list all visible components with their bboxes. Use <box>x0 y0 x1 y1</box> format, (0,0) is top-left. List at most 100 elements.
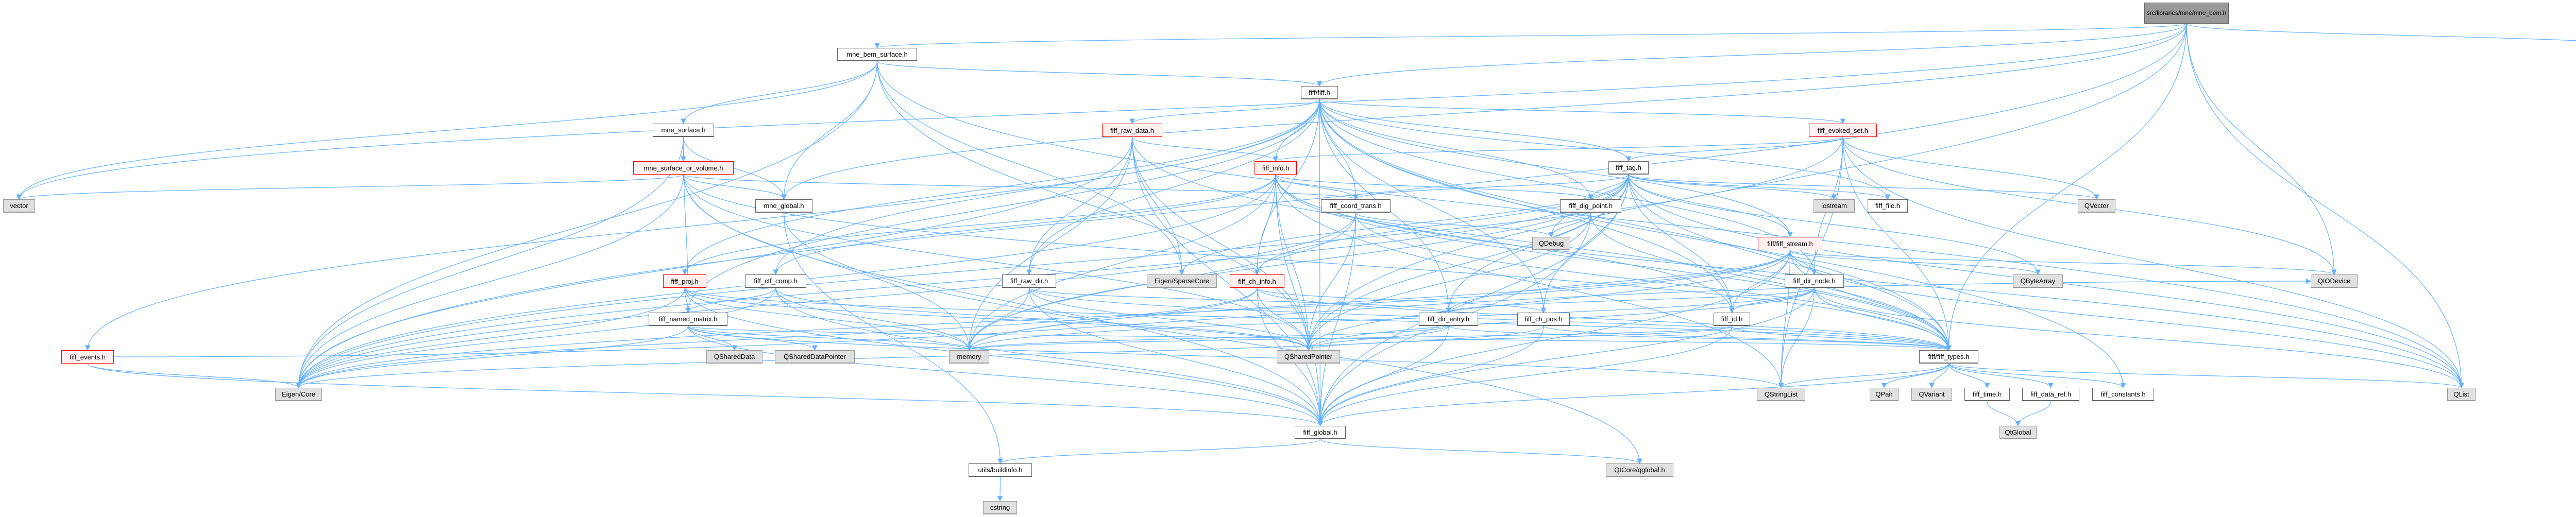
edge-fiff_info-to-fiff_dig_point <box>1275 174 1594 200</box>
edge-mne_bem_surface-to-mne_global <box>781 61 878 200</box>
node-iostream: iostream <box>1814 199 1855 213</box>
edge-fiff-to-fiff_tag <box>1319 99 1632 162</box>
node-qsharedpointer: QSharedPointer <box>1277 350 1340 364</box>
node-fiff-dir-entry[interactable]: fiff_dir_entry.h <box>1419 313 1478 326</box>
edge-fiff-to-fiff_global <box>1317 99 1323 427</box>
edge-mne_surface_or_volume-to-memory <box>683 174 972 351</box>
edge-fiff_tag-to-fiff_id <box>1628 174 1735 314</box>
edge-fiff-to-fiff_ch_pos <box>1319 99 1547 314</box>
edge-fiff_named_matrix-to-memory <box>687 325 972 351</box>
edge-fiff_dir_node-to-QStringList <box>1778 287 1815 389</box>
edge-fiff_proj-to-QSharedPointer <box>684 287 1311 351</box>
edge-fiff_stream-to-QStringList <box>1778 250 1791 389</box>
node-qtglobal: QtGlobal <box>1999 426 2037 439</box>
node-mne-bem-surface[interactable]: mne_bem_surface.h <box>837 48 917 61</box>
edge-fiff_types-to-QVariant <box>1929 363 1950 389</box>
edge-fiff_dir_node-to-fiff_global <box>1317 287 1815 427</box>
node-fiff-events[interactable]: fiff_events.h <box>61 350 114 364</box>
edge-fiff_evoked_set-to-QStringList <box>1778 136 1843 389</box>
edge-fiff_raw_dir-to-memory <box>966 287 1030 351</box>
edge-mne_surface_or_volume-to-QSharedPointer <box>683 174 1311 351</box>
edge-fiff_named_matrix-to-fiff_types <box>687 325 1951 351</box>
edge-fiff_dig_point-to-QSharedPointer <box>1306 212 1591 351</box>
edge-root-to-QList <box>2186 23 2464 389</box>
node-fiff-ch-info[interactable]: fiff_ch_info.h <box>1230 274 1284 288</box>
edge-utils_buildinfo-to-cstring <box>997 476 1003 502</box>
node-qpair: QPair <box>1870 388 1899 401</box>
edge-fiff_evoked_set-to-fiff_info <box>1273 136 1843 162</box>
edge-fiff_ch_pos-to-fiff_types <box>1543 325 1952 351</box>
node-root[interactable]: src/libraries/mne/mne_bem.h <box>2144 3 2229 24</box>
edge-fiff_time-to-QtGlobal <box>1987 401 2021 427</box>
node-fiff[interactable]: fiff/fiff.h <box>1301 86 1338 99</box>
node-fiff-ctf-comp[interactable]: fiff_ctf_comp.h <box>745 274 806 288</box>
node-vector: vector <box>3 199 35 213</box>
edge-fiff_info-to-fiff_types <box>1275 174 1952 351</box>
edge-fiff_events-to-fiff_global <box>87 363 1323 427</box>
node-mne-surface-or-volume[interactable]: mne_surface_or_volume.h <box>633 161 734 175</box>
edge-fiff_evoked_set-to-QList <box>1842 136 2464 389</box>
node-fiff-time[interactable]: fiff_time.h <box>1964 388 2010 401</box>
edge-mne_bem_surface-to-QSharedPointer <box>876 61 1311 351</box>
edge-fiff_info-to-fiff_ch_info <box>1254 174 1276 275</box>
edge-fiff_raw_data-to-fiff_global <box>1131 136 1323 427</box>
node-mne-surface[interactable]: mne_surface.h <box>653 124 714 137</box>
node-fiff-id[interactable]: fiff_id.h <box>1714 313 1750 326</box>
node-qiodevice: QIODevice <box>2311 274 2358 288</box>
node-fiff-raw-dir[interactable]: fiff_raw_dir.h <box>1002 274 1056 288</box>
node-fiff-info[interactable]: fiff_info.h <box>1255 161 1297 175</box>
edge-fiff-to-fiff_proj <box>682 99 1320 275</box>
edge-fiff-to-fiff_raw_dir <box>1026 99 1320 275</box>
node-fiff-dig-point[interactable]: fiff_dig_point.h <box>1560 199 1621 213</box>
node-fiff-tag[interactable]: fiff_tag.h <box>1608 161 1649 175</box>
node-fiff-constants[interactable]: fiff_constants.h <box>2092 388 2154 401</box>
node-mne-global[interactable]: mne_global.h <box>755 199 812 213</box>
edge-root-to-mne_bem_surface <box>875 23 2187 49</box>
edge-fiff-to-fiff_raw_data <box>1129 99 1320 125</box>
edge-fiff-to-fiff_evoked_set <box>1319 99 1845 125</box>
node-fiff-named-matrix[interactable]: fiff_named_matrix.h <box>649 313 727 326</box>
edge-fiff_ctf_comp-to-memory <box>775 287 972 351</box>
edge-fiff_global-to-utils_buildinfo <box>997 439 1321 464</box>
node-fiff-ch-pos[interactable]: fiff_ch_pos.h <box>1517 313 1570 326</box>
node-fiff-dir-node[interactable]: fiff_dir_node.h <box>1785 274 1844 288</box>
edge-fiff_dir_entry-to-memory <box>966 325 1449 351</box>
edge-fiff_stream-to-fiff_global <box>1317 250 1791 427</box>
edge-mne_bem_surface-to-mne_surface <box>681 61 878 125</box>
edge-fiff_tag-to-fiff_ch_info <box>1254 174 1629 275</box>
edge-fiff_ctf_comp-to-fiff_named_matrix <box>685 287 776 314</box>
edge-mne_bem_surface-to-Eigen_Core <box>296 61 878 389</box>
edge-fiff_stream-to-fiff_types <box>1789 250 1952 351</box>
edge-fiff_tag-to-QVector <box>1628 174 2099 200</box>
node-fiff-coord-trans[interactable]: fiff_coord_trans.h <box>1321 199 1391 213</box>
node-qshareddata: QSharedData <box>706 350 762 364</box>
edge-fiff_info-to-fiff_coord_trans <box>1275 174 1359 200</box>
edge-fiff_raw_data-to-QSharedPointer <box>1131 136 1311 351</box>
edge-fiff_types-to-fiff_constants <box>1948 363 2126 389</box>
edge-root-to-mne_global <box>781 23 2187 200</box>
node-utils-buildinfo[interactable]: utils/buildinfo.h <box>969 463 1032 477</box>
node-fiff-proj[interactable]: fiff_proj.h <box>663 274 706 288</box>
edge-fiff-to-fiff_ctf_comp <box>773 99 1320 275</box>
node-fiff-stream[interactable]: fiff/fiff_stream.h <box>1758 237 1822 250</box>
edge-fiff_dig_point-to-QDebug <box>1548 212 1591 238</box>
node-fiff-data-ref[interactable]: fiff_data_ref.h <box>2022 388 2079 401</box>
edge-fiff_ch_info-to-memory <box>966 287 1258 351</box>
node-fiff-file[interactable]: fiff_file.h <box>1868 199 1908 213</box>
node-fiff-global[interactable]: fiff_global.h <box>1295 426 1346 439</box>
edge-fiff_global-to-QtCore_qglobal <box>1319 439 1642 464</box>
edge-fiff-to-fiff_info <box>1273 99 1320 162</box>
edge-fiff_proj-to-memory <box>684 287 972 351</box>
node-fiff-types[interactable]: fiff/fiff_types.h <box>1919 350 1978 364</box>
edge-mne_surface_or_volume-to-vector <box>16 174 684 200</box>
node-fiff-evoked-set[interactable]: fiff_evoked_set.h <box>1809 124 1877 137</box>
edge-fiff_raw_dir-to-fiff_types <box>1028 287 1952 351</box>
edge-fiff_events-to-Eigen_Core <box>87 363 301 389</box>
node-fiff-raw-data[interactable]: fiff_raw_data.h <box>1102 124 1162 137</box>
edge-fiff_stream-to-QList <box>1789 250 2464 389</box>
edge-fiff_types-to-fiff_data_ref <box>1948 363 2054 389</box>
edge-fiff_evoked_set-to-QVector <box>1842 136 2099 200</box>
edge-fiff_named_matrix-to-fiff_global <box>687 325 1323 427</box>
edge-mne_bem_surface-to-QList <box>876 61 2464 389</box>
